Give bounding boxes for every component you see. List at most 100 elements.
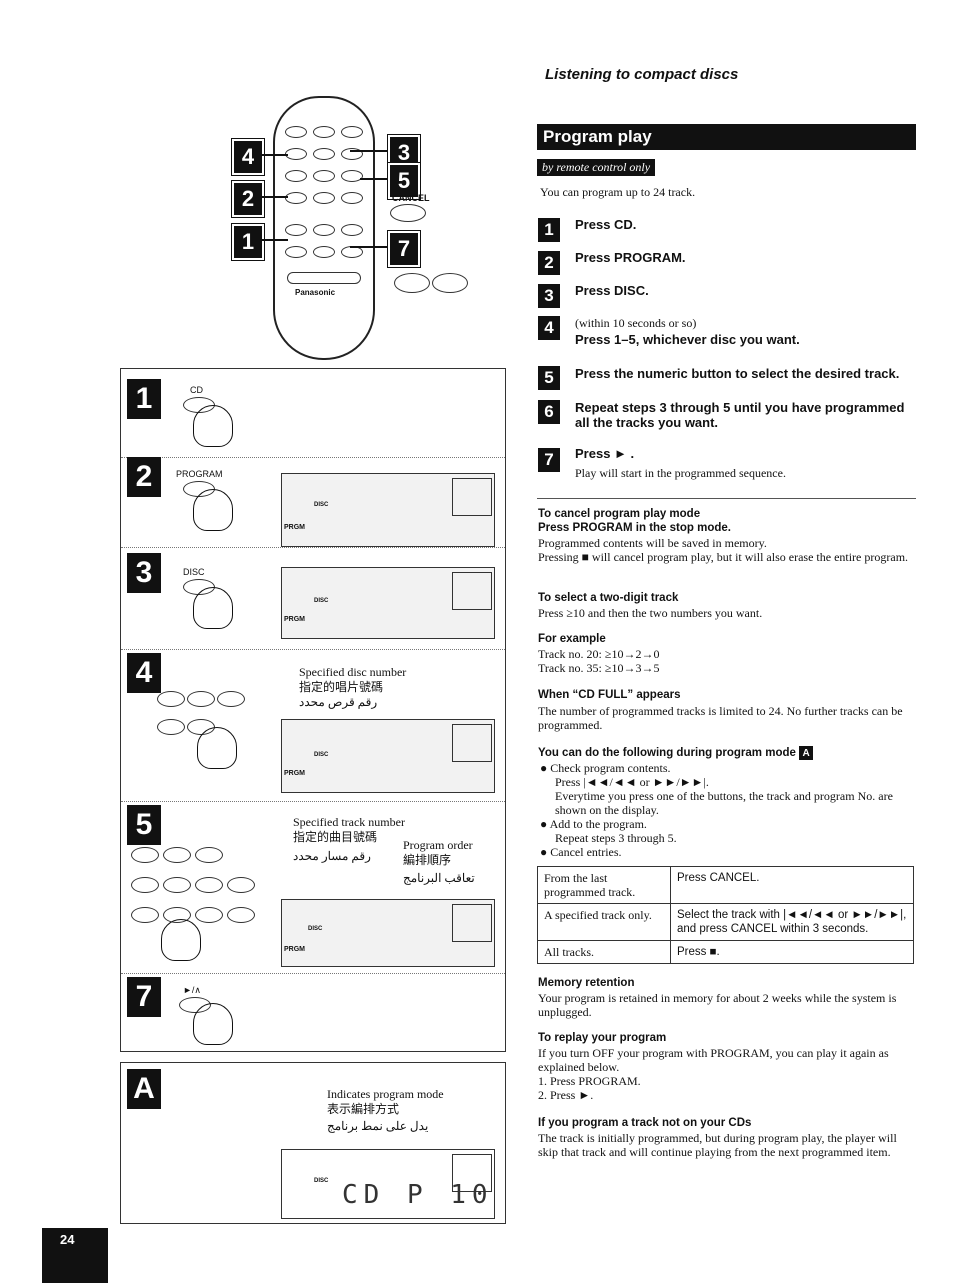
remote-button	[285, 126, 307, 138]
cdfull-text: The number of programmed tracks is limit…	[538, 704, 903, 732]
step-number: 1	[538, 218, 560, 242]
cancel-line2: Pressing ■ will cancel program play, but…	[538, 550, 909, 564]
table-cell: Press ■.	[670, 940, 914, 964]
remote-skip-button	[394, 273, 430, 293]
replay-title: To replay your program	[538, 1032, 667, 1044]
lcd-disc: DISC	[314, 598, 329, 604]
panel-step-number: 2	[127, 457, 161, 497]
remote-button	[341, 192, 363, 204]
disc-2-button[interactable]	[187, 691, 215, 707]
remote-button	[285, 192, 307, 204]
hand-icon	[197, 727, 237, 769]
panel-divider	[121, 547, 505, 549]
step-text: Press 1–5, whichever disc you want.	[575, 332, 800, 347]
example-line1: Track no. 20: ≥10→2→0	[538, 647, 660, 661]
step-text: Press PROGRAM.	[575, 250, 686, 265]
program-button-label: PROGRAM	[176, 469, 223, 479]
step-subtext: Play will start in the programmed sequen…	[575, 466, 786, 480]
lcd-prgm: PRGM	[284, 616, 305, 623]
hand-icon	[193, 405, 233, 447]
callout-line	[350, 150, 388, 152]
steps-panel: 1 CD 2 PROGRAM PRGM DISC 3 DISC PRGM DIS…	[120, 368, 506, 1052]
lcd-prgm: PRGM	[284, 946, 305, 953]
following-list: ● Check program contents. Press |◄◄/◄◄ o…	[540, 761, 916, 859]
track-button[interactable]	[163, 877, 191, 893]
replay-text: If you turn OFF your program with PROGRA…	[538, 1046, 889, 1074]
remote-button	[313, 192, 335, 204]
remote-button	[313, 126, 335, 138]
track-button[interactable]	[195, 877, 223, 893]
callout-number: 5	[387, 162, 421, 200]
table-cell: Select the track with |◄◄/◄◄ or ►►/►►|, …	[670, 903, 914, 941]
track-button[interactable]	[227, 877, 255, 893]
example-title: For example	[538, 633, 606, 645]
panel-divider	[121, 973, 505, 975]
intro-text: You can program up to 24 track.	[540, 185, 696, 199]
lcd-display: DISC CD P 10	[281, 1149, 495, 1219]
disc-4-button[interactable]	[157, 719, 185, 735]
list-item-detail: Everytime you press one of the buttons, …	[555, 789, 893, 817]
remote-only-label: by remote control only	[537, 159, 656, 176]
cancel-table: From the last programmed track. Press CA…	[537, 866, 914, 964]
cancel-subtitle: Press PROGRAM in the stop mode.	[538, 522, 731, 534]
following-title-text: You can do the following during program …	[538, 747, 796, 760]
remote-cancel-label: CANCEL	[392, 193, 430, 203]
panel-step-number: 7	[127, 977, 161, 1017]
lcd-disc: DISC	[314, 1178, 329, 1184]
twodigit-title: To select a two-digit track	[538, 592, 679, 604]
lcd-indicator-icon	[452, 572, 492, 610]
program-order-label-en: Program order	[403, 838, 473, 852]
badge-a: A	[799, 746, 814, 760]
list-item-detail: Repeat steps 3 through 5.	[555, 831, 677, 845]
track-button[interactable]	[131, 877, 159, 893]
panel-step-number: 4	[127, 653, 161, 693]
remote-button	[341, 170, 363, 182]
disc-3-button[interactable]	[217, 691, 245, 707]
remote-cancel-button	[390, 204, 426, 222]
lcd-prgm: PRGM	[284, 770, 305, 777]
track-button[interactable]	[131, 847, 159, 863]
lcd-indicator-icon	[452, 1154, 492, 1192]
step-number: 4	[538, 316, 560, 340]
list-item: ● Add to the program.	[540, 817, 647, 831]
program-mode-label-en: Indicates program mode	[327, 1087, 444, 1101]
remote-button-grid: Panasonic	[285, 126, 363, 304]
remote-button	[341, 126, 363, 138]
track-number-label-ar: رقم مسار محدد	[293, 849, 371, 863]
callout-number: 1	[231, 223, 265, 261]
notcd-title: If you program a track not on your CDs	[538, 1117, 752, 1129]
page-corner	[42, 1228, 108, 1283]
program-order-label-zh: 編排順序	[403, 853, 452, 867]
notcd-text: The track is initially programmed, but d…	[538, 1131, 897, 1159]
disc-1-button[interactable]	[157, 691, 185, 707]
track-button[interactable]	[195, 907, 223, 923]
remote-button	[285, 246, 307, 258]
hand-icon	[193, 489, 233, 531]
program-mode-label-zh: 表示編排方式	[327, 1102, 400, 1116]
panel-step-number: 1	[127, 379, 161, 419]
page-number: 24	[60, 1232, 75, 1247]
panel-divider	[121, 801, 505, 803]
remote-skip-button	[432, 273, 468, 293]
lcd-indicator-icon	[452, 904, 492, 942]
disc-number-label-zh: 指定的唱片號碼	[299, 680, 384, 694]
panel-step-number: A	[127, 1069, 161, 1109]
table-cell: A specified track only.	[537, 903, 671, 941]
remote-brand: Panasonic	[295, 288, 336, 297]
step-number: 2	[538, 251, 560, 275]
track-button[interactable]	[163, 847, 191, 863]
disc-number-label-ar: رقم قرص محدد	[299, 695, 378, 709]
step-text: Press the numeric button to select the d…	[575, 366, 900, 381]
callout-number: 7	[387, 230, 421, 268]
remote-volume-button	[287, 272, 361, 284]
step-text: Repeat steps 3 through 5 until you have …	[575, 400, 905, 430]
panel-step-number: 3	[127, 553, 161, 593]
track-number-buttons	[131, 847, 271, 927]
panel-divider	[121, 457, 505, 459]
track-button[interactable]	[227, 907, 255, 923]
callout-line	[260, 196, 288, 198]
step-number: 6	[538, 400, 560, 424]
section-title: Listening to compact discs	[545, 66, 739, 83]
track-button[interactable]	[131, 907, 159, 923]
track-button[interactable]	[195, 847, 223, 863]
